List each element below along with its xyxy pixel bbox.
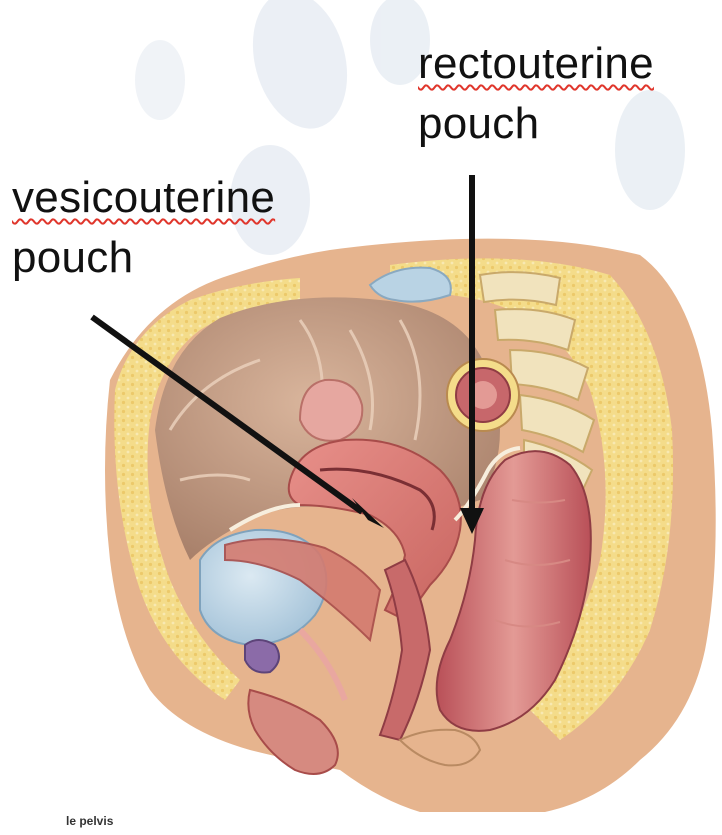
vesicouterine-label-line2: pouch — [12, 228, 275, 288]
rectouterine-label-line1: rectouterine — [418, 34, 654, 94]
pubic-bone — [245, 640, 279, 673]
vesicouterine-pouch-label: vesicouterine pouch — [12, 168, 275, 288]
rectouterine-label-line2: pouch — [418, 94, 654, 154]
figure-caption: le pelvis — [66, 814, 113, 828]
rectum-cross-section — [447, 359, 519, 431]
rectouterine-pouch-label: rectouterine pouch — [418, 34, 654, 154]
vesicouterine-label-line1: vesicouterine — [12, 168, 275, 228]
